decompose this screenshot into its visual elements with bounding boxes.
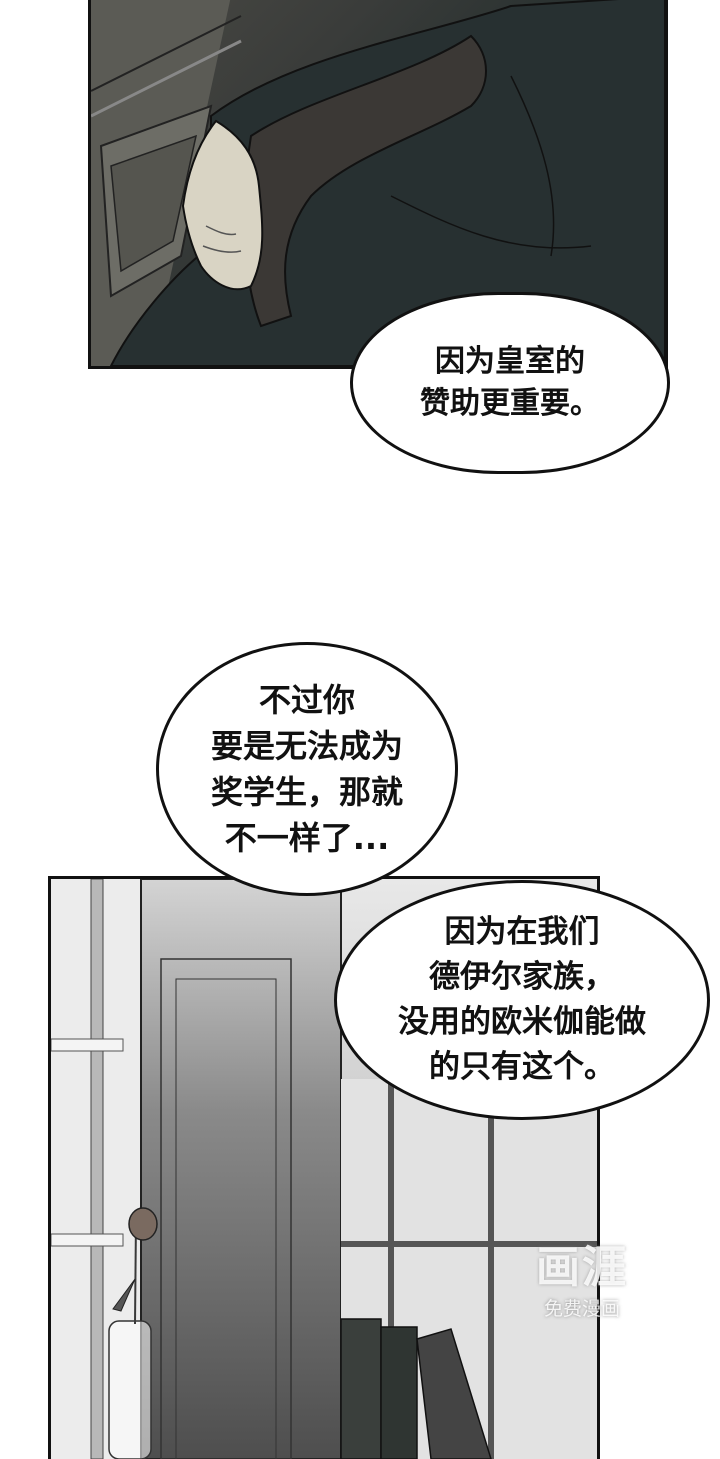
speech-line: 因为在我们 (444, 914, 600, 950)
comic-panel-hand-closeup (88, 0, 668, 369)
panel-1-illustration (91, 0, 665, 366)
speech-bubble-3: 因为在我们 德伊尔家族， 没用的欧米伽能做 的只有这个。 (334, 880, 710, 1120)
speech-line: 要是无法成为 (210, 727, 403, 765)
speech-line: 不过你 (258, 681, 355, 719)
watermark-subtitle: 免费漫画 (543, 1298, 620, 1320)
speech-line: 赞助更重要。 (420, 386, 600, 421)
speech-bubble-1: 因为皇室的 赞助更重要。 (350, 292, 670, 474)
speech-line: 德伊尔家族， (429, 959, 615, 995)
panel-2-illustration (51, 879, 597, 1459)
speech-line: 没用的欧米伽能做 (398, 1004, 646, 1040)
speech-line: 奖学生，那就 (210, 773, 403, 811)
speech-line: 的只有这个。 (429, 1049, 615, 1085)
watermark: 画涯 免费漫画 (522, 1240, 642, 1340)
speech-line: 不一样了... (224, 819, 390, 857)
speech-bubble-2: 不过你 要是无法成为 奖学生，那就 不一样了... (156, 642, 458, 896)
watermark-logo: 画涯 (536, 1242, 628, 1293)
speech-line: 因为皇室的 (435, 344, 585, 379)
